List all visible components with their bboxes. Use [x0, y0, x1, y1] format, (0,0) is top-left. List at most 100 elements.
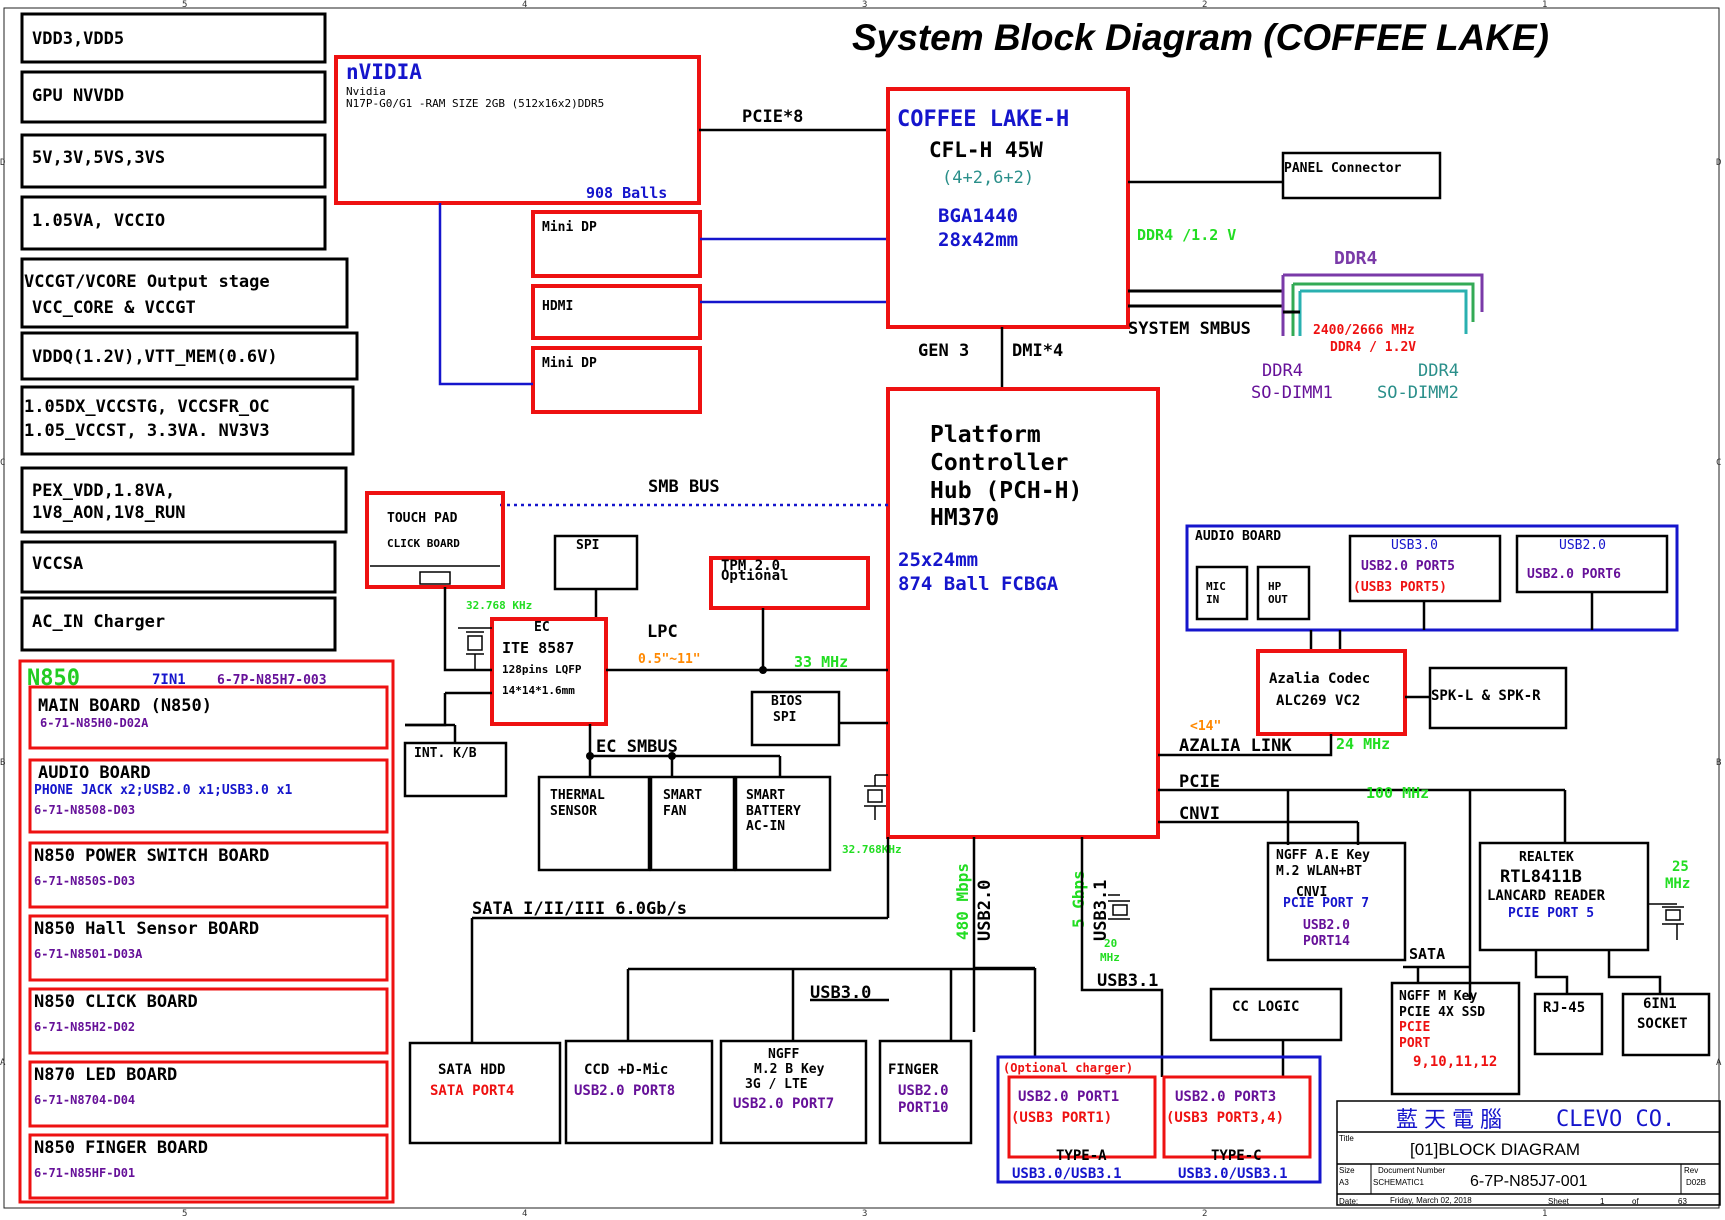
ec-block: EC ITE 8587 128pins LQFP 14*14*1.6mm [490, 617, 608, 726]
wlan-usb-port: PORT14 [1303, 934, 1350, 949]
border-mark-left-A: A [0, 1058, 6, 1068]
bios-spi-box [750, 690, 841, 747]
pcie-clk: 100 MHz [1366, 784, 1429, 802]
board-box [28, 1060, 389, 1128]
spi-label: SPI [576, 538, 599, 553]
lan-clk: 25 [1672, 859, 1689, 875]
ssd-pcie: PCIE [1399, 1020, 1430, 1035]
mic-jack-box [1195, 565, 1249, 621]
tpm-label: TPM 2.0 [721, 558, 780, 574]
board-pn: 6-71-N8704-D04 [34, 1093, 135, 1107]
lan-xtal-icon [1648, 903, 1684, 940]
battery-acin: AC-IN [746, 819, 785, 834]
touchpad-sub: CLICK BOARD [387, 537, 460, 550]
board-pn: 6-71-N8508-D03 [34, 803, 135, 817]
usb3-bus-label: USB3.0 [810, 983, 871, 1003]
border-mark-bottom-5: 5 [182, 1209, 187, 1216]
board-box [28, 914, 389, 982]
ec-smbus-label: EC SMBUS [596, 737, 678, 757]
gpu-block: nVIDIA Nvidia N17P-G0/G1 -RAM SIZE 2GB (… [334, 55, 701, 205]
video-links [438, 203, 888, 386]
typea-type: TYPE-A [1056, 1148, 1107, 1164]
title-block: 藍天電腦 CLEVO CO. Title [01]BLOCK DIAGRAM S… [1336, 1100, 1721, 1206]
border-mark-right-A: A [1716, 1058, 1722, 1068]
codec-sub: ALC269 VC2 [1276, 693, 1360, 709]
cpu-cores: (4+2,6+2) [942, 168, 1034, 188]
bios-spi-label: SPI [773, 710, 796, 725]
rev-label: Rev [1684, 1166, 1698, 1175]
board-name: N850 FINGER BOARD [34, 1138, 208, 1158]
wwan-type: 3G / LTE [745, 1077, 808, 1092]
typec-spec: USB3.0/USB3.1 [1178, 1166, 1288, 1182]
docnum-label: Document Number [1378, 1166, 1445, 1175]
audio-usb3-port-alt: (USB3 PORT5) [1353, 580, 1447, 595]
company-cn: 藍天電腦 [1396, 1107, 1508, 1132]
pch-box [886, 387, 1160, 839]
finger-label: FINGER [888, 1062, 939, 1078]
pch-size: 25x24mm [898, 549, 978, 571]
power-rail-box [20, 257, 349, 329]
power-rail-box [20, 596, 337, 652]
sheet-total: 63 [1678, 1197, 1687, 1206]
audio-usb3-title: USB3.0 [1391, 538, 1438, 553]
usb31-bottom-label: USB3.1 [1097, 971, 1158, 991]
pch-block: Platform Controller Hub (PCH-H) HM370 25… [886, 387, 1160, 839]
board-pn: 6-71-N85H2-D02 [34, 1020, 135, 1034]
usb2-speed-label: 480 Mbps [953, 863, 972, 940]
power-rails: VDD3,VDD5 GPU NVVDD 5V,3V,5VS,3VS 1.05VA… [20, 12, 359, 652]
battery-label: SMART [746, 788, 785, 803]
speaker-box [1428, 666, 1568, 730]
hdmi-label: HDMI [542, 299, 573, 314]
board-box [28, 685, 389, 750]
usb31-label: USB3.1 [1091, 880, 1111, 941]
border-mark-bottom-1: 1 [1542, 1209, 1547, 1216]
typec-port: USB2.0 PORT3 [1175, 1089, 1276, 1105]
battery-box [734, 775, 832, 872]
board-list: N850 7IN1 6-7P-N85H7-003 MAIN BOARD (N85… [18, 659, 395, 1204]
cpu-box [886, 87, 1130, 329]
card-socket-sub: SOCKET [1637, 1016, 1688, 1032]
xtal-20-label: 20 [1104, 937, 1117, 950]
lan-chip: RTL8411B [1500, 867, 1582, 887]
schematic-name: SCHEMATIC1 [1373, 1178, 1425, 1187]
wwan-key: M.2 B Key [754, 1062, 825, 1077]
diagram-title: System Block Diagram (COFFEE LAKE) [852, 17, 1549, 58]
ssd-port: PORT [1399, 1036, 1430, 1051]
board-name: N850 POWER SWITCH BOARD [34, 846, 269, 866]
lan-vendor: REALTEK [1519, 850, 1574, 865]
ccd-port: USB2.0 PORT8 [574, 1083, 675, 1099]
power-rail-label: 5V,3V,5VS,3VS [32, 148, 165, 168]
power-rail-label: VCCGT/VCORE Output stage [24, 272, 270, 292]
pch-line: HM370 [930, 505, 999, 531]
sheet-title: [01]BLOCK DIAGRAM [1410, 1140, 1580, 1159]
ccd-label: CCD +D-Mic [584, 1062, 668, 1078]
ec-box [490, 617, 608, 726]
touchpad-box [365, 491, 505, 589]
board-box [28, 758, 389, 834]
power-rail-box [20, 385, 355, 456]
rtc-xtal-label: 32.768KHz [842, 843, 902, 856]
bios-label: BIOS [771, 694, 802, 709]
sata-hdd-label: SATA HDD [438, 1062, 505, 1078]
board-model-sub: 7IN1 [152, 672, 186, 688]
azalia-len: <14" [1190, 719, 1221, 734]
lan-pcie: PCIE PORT 5 [1508, 906, 1594, 921]
ec-title: EC [534, 620, 550, 635]
border-mark-left-C: C [0, 458, 5, 468]
wwan-port: USB2.0 PORT7 [733, 1096, 834, 1112]
minidp-box-2 [531, 346, 702, 414]
power-rail-box [20, 70, 327, 124]
azalia-clk: 24 MHz [1336, 735, 1390, 753]
typea-spec: USB3.0/USB3.1 [1012, 1166, 1122, 1182]
power-rail-label: GPU NVVDD [32, 86, 124, 106]
thermal-box [537, 775, 651, 872]
typec-port-alt: (USB3 PORT3,4) [1166, 1110, 1284, 1126]
power-rail-label: VDDQ(1.2V),VTT_MEM(0.6V) [32, 347, 278, 367]
border-mark-bottom-3: 3 [862, 1209, 867, 1216]
pch-line: Platform [930, 422, 1041, 448]
power-rail-box [20, 12, 327, 64]
usb-ports-note: (Optional charger) [1003, 1061, 1133, 1075]
cpu-size: 28x42mm [938, 229, 1018, 251]
